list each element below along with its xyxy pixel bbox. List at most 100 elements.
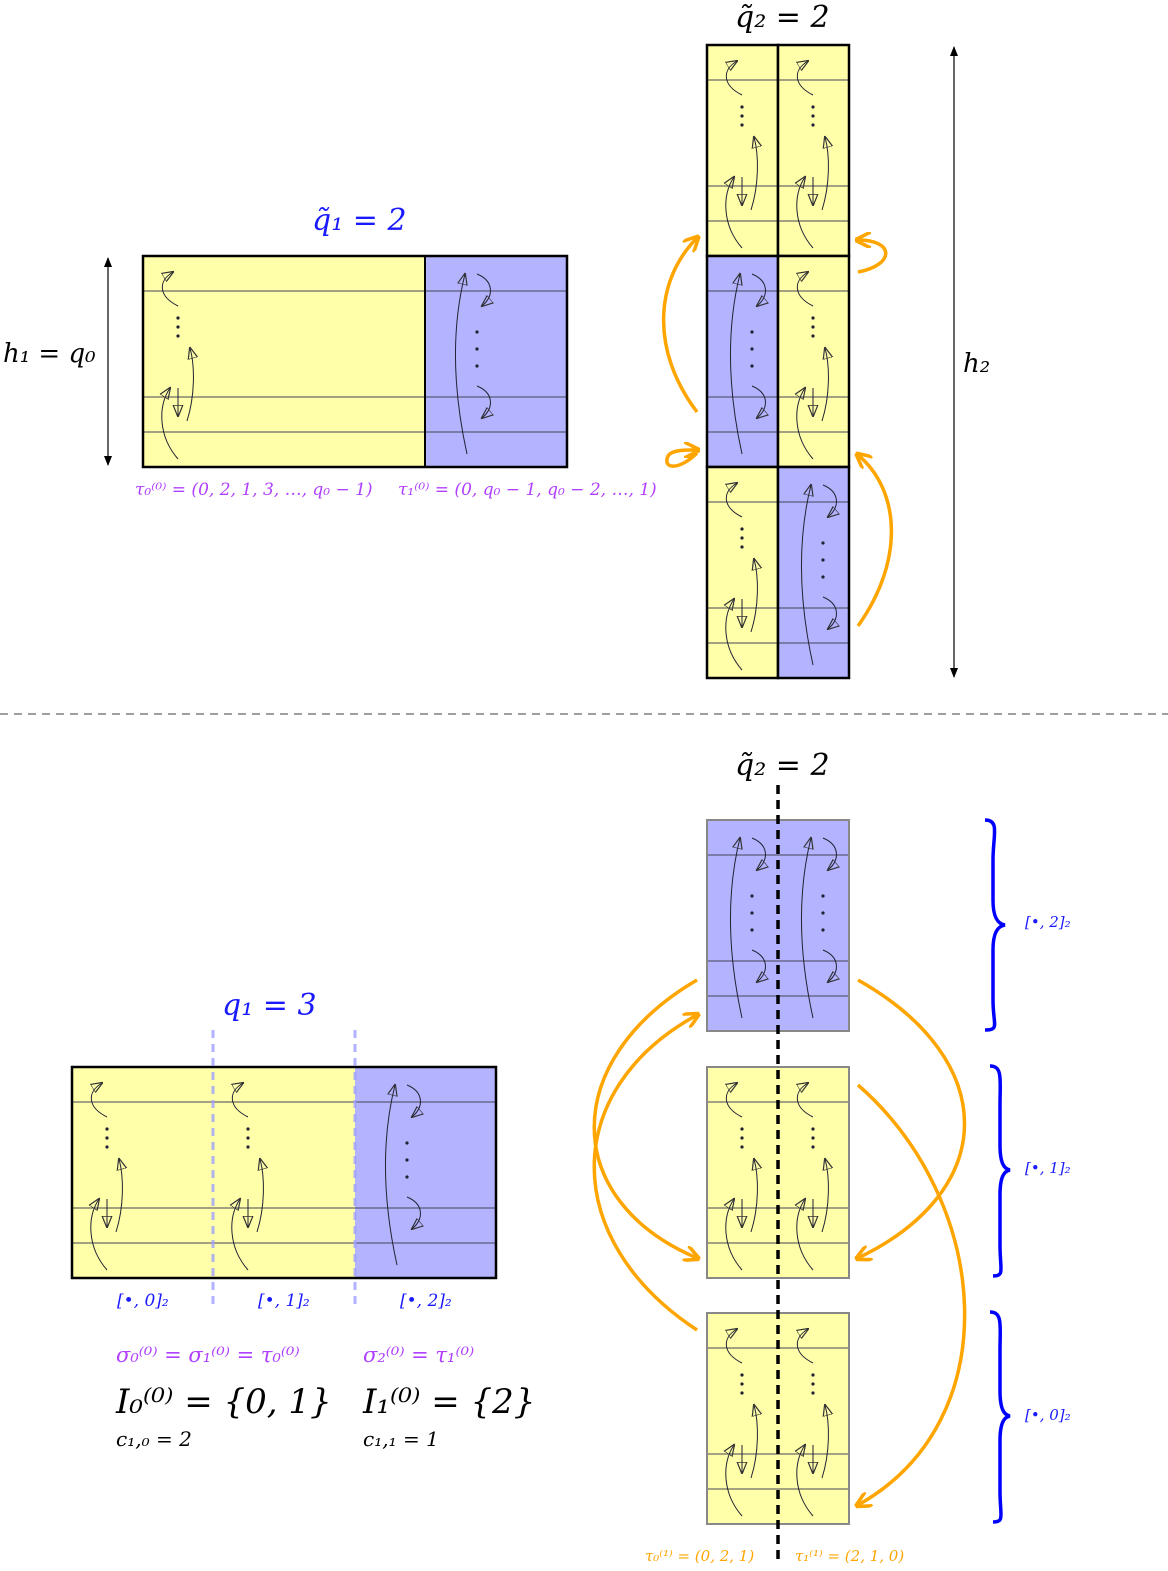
curved-arrow xyxy=(750,559,757,633)
dot xyxy=(176,325,180,329)
long-arrow xyxy=(455,274,467,455)
dot xyxy=(475,364,479,368)
curved-arrow xyxy=(256,1159,263,1233)
orange-arrow xyxy=(592,1015,697,1332)
tau0-label-bottom: τ₀⁽¹⁾ = (0, 2, 1) xyxy=(645,1547,754,1565)
dot xyxy=(105,1145,109,1149)
tiles-layer xyxy=(70,43,851,1525)
q2-tilde-label-bottom: q̃₂ = 2 xyxy=(735,748,830,783)
curved-arrow xyxy=(821,1405,828,1479)
blue-cell xyxy=(707,820,778,1031)
curved-arrow xyxy=(751,385,765,418)
stack-cell-frame xyxy=(776,465,851,680)
dot xyxy=(811,334,815,338)
curved-arrow xyxy=(750,1159,757,1233)
orange-arrow xyxy=(858,240,888,274)
curved-arrow xyxy=(797,177,814,249)
stack-cell xyxy=(778,45,849,256)
braces xyxy=(984,818,1011,1524)
curved-arrow xyxy=(822,949,836,982)
curved-arrow xyxy=(797,1199,814,1271)
curved-arrow xyxy=(821,137,828,211)
h2-label: h₂ xyxy=(963,349,990,379)
sigma-left-label: σ₀⁽⁰⁾ = σ₁⁽⁰⁾ = τ₀⁽⁰⁾ xyxy=(116,1343,300,1367)
stack-cell xyxy=(778,467,849,678)
dot xyxy=(475,330,479,334)
stack-cell xyxy=(778,256,849,467)
curved-arrow xyxy=(821,348,828,422)
curved-arrow xyxy=(232,1083,249,1118)
stack-cell xyxy=(778,820,849,1031)
I0-label: I₀⁽⁰⁾ = {0, 1} xyxy=(115,1382,332,1422)
dot xyxy=(821,558,825,562)
dot xyxy=(750,911,754,915)
dot xyxy=(740,1127,744,1131)
curved-arrow xyxy=(726,1329,743,1364)
tower-block-1 xyxy=(213,1067,355,1278)
curved-arrow xyxy=(726,599,743,671)
orange-arrow xyxy=(592,978,697,1258)
tower-block-2 xyxy=(355,1067,496,1278)
long-arrow xyxy=(801,485,813,666)
orange-arrow xyxy=(661,238,697,414)
blue-cell xyxy=(425,256,567,467)
yellow-cell xyxy=(778,1313,849,1524)
long-arrow xyxy=(730,838,742,1019)
yellow-cell xyxy=(778,45,849,256)
stack-cell xyxy=(707,820,778,1031)
dot xyxy=(740,123,744,127)
curved-arrow xyxy=(797,272,814,307)
blue-cell xyxy=(778,820,849,1031)
long-arrow xyxy=(385,1085,397,1266)
curved-arrow xyxy=(91,1199,108,1271)
stack-cell xyxy=(707,467,778,678)
dot xyxy=(750,894,754,898)
curved-arrow xyxy=(797,1445,814,1517)
dot xyxy=(811,1145,815,1149)
curved-arrow xyxy=(162,388,179,460)
col-label-1: [•, 1]₂ xyxy=(258,1291,310,1311)
col-label-0: [•, 0]₂ xyxy=(117,1291,169,1311)
curved-arrow xyxy=(750,1405,757,1479)
dot xyxy=(105,1136,109,1140)
curved-arrow xyxy=(115,1159,122,1233)
stack-cell xyxy=(707,45,778,256)
c10-label: c₁,₀ = 2 xyxy=(116,1427,192,1451)
brace-block-2 xyxy=(984,818,1006,1032)
curved-arrow xyxy=(822,484,836,517)
curved-arrow xyxy=(822,837,836,870)
yellow-cell xyxy=(143,256,425,467)
yellow-cell xyxy=(778,1067,849,1278)
dot xyxy=(740,105,744,109)
yellow-cell xyxy=(707,1067,778,1278)
dot xyxy=(246,1127,250,1131)
dot xyxy=(811,1136,815,1140)
dot xyxy=(740,545,744,549)
q1-tilde-label: q̃₁ = 2 xyxy=(312,203,407,238)
q1-label: q₁ = 3 xyxy=(222,988,317,1023)
dot xyxy=(176,316,180,320)
blue-cell xyxy=(707,256,778,467)
dot xyxy=(740,527,744,531)
orange-arrow xyxy=(858,978,967,1258)
tau1-label-bottom: τ₁⁽¹⁾ = (2, 1, 0) xyxy=(795,1547,904,1565)
dot xyxy=(811,325,815,329)
curved-arrow xyxy=(406,1196,420,1229)
curved-arrow xyxy=(797,1329,814,1364)
stack-cell xyxy=(778,1067,849,1278)
orange-arrow xyxy=(858,455,894,628)
brace-block-0 xyxy=(989,1310,1011,1524)
orange-arrow xyxy=(665,450,697,468)
curved-arrow xyxy=(822,596,836,629)
dot xyxy=(246,1145,250,1149)
yellow-cell xyxy=(707,45,778,256)
brace-label-0: [•, 0]₂ xyxy=(1025,1406,1071,1424)
dot xyxy=(811,114,815,118)
yellow-cell xyxy=(778,256,849,467)
dot xyxy=(740,1136,744,1140)
c11-label: c₁,₁ = 1 xyxy=(363,1427,439,1451)
curved-arrow xyxy=(797,61,814,96)
tower-block-yellow xyxy=(143,256,425,467)
sigma-right-label: σ₂⁽⁰⁾ = τ₁⁽⁰⁾ xyxy=(363,1343,474,1367)
